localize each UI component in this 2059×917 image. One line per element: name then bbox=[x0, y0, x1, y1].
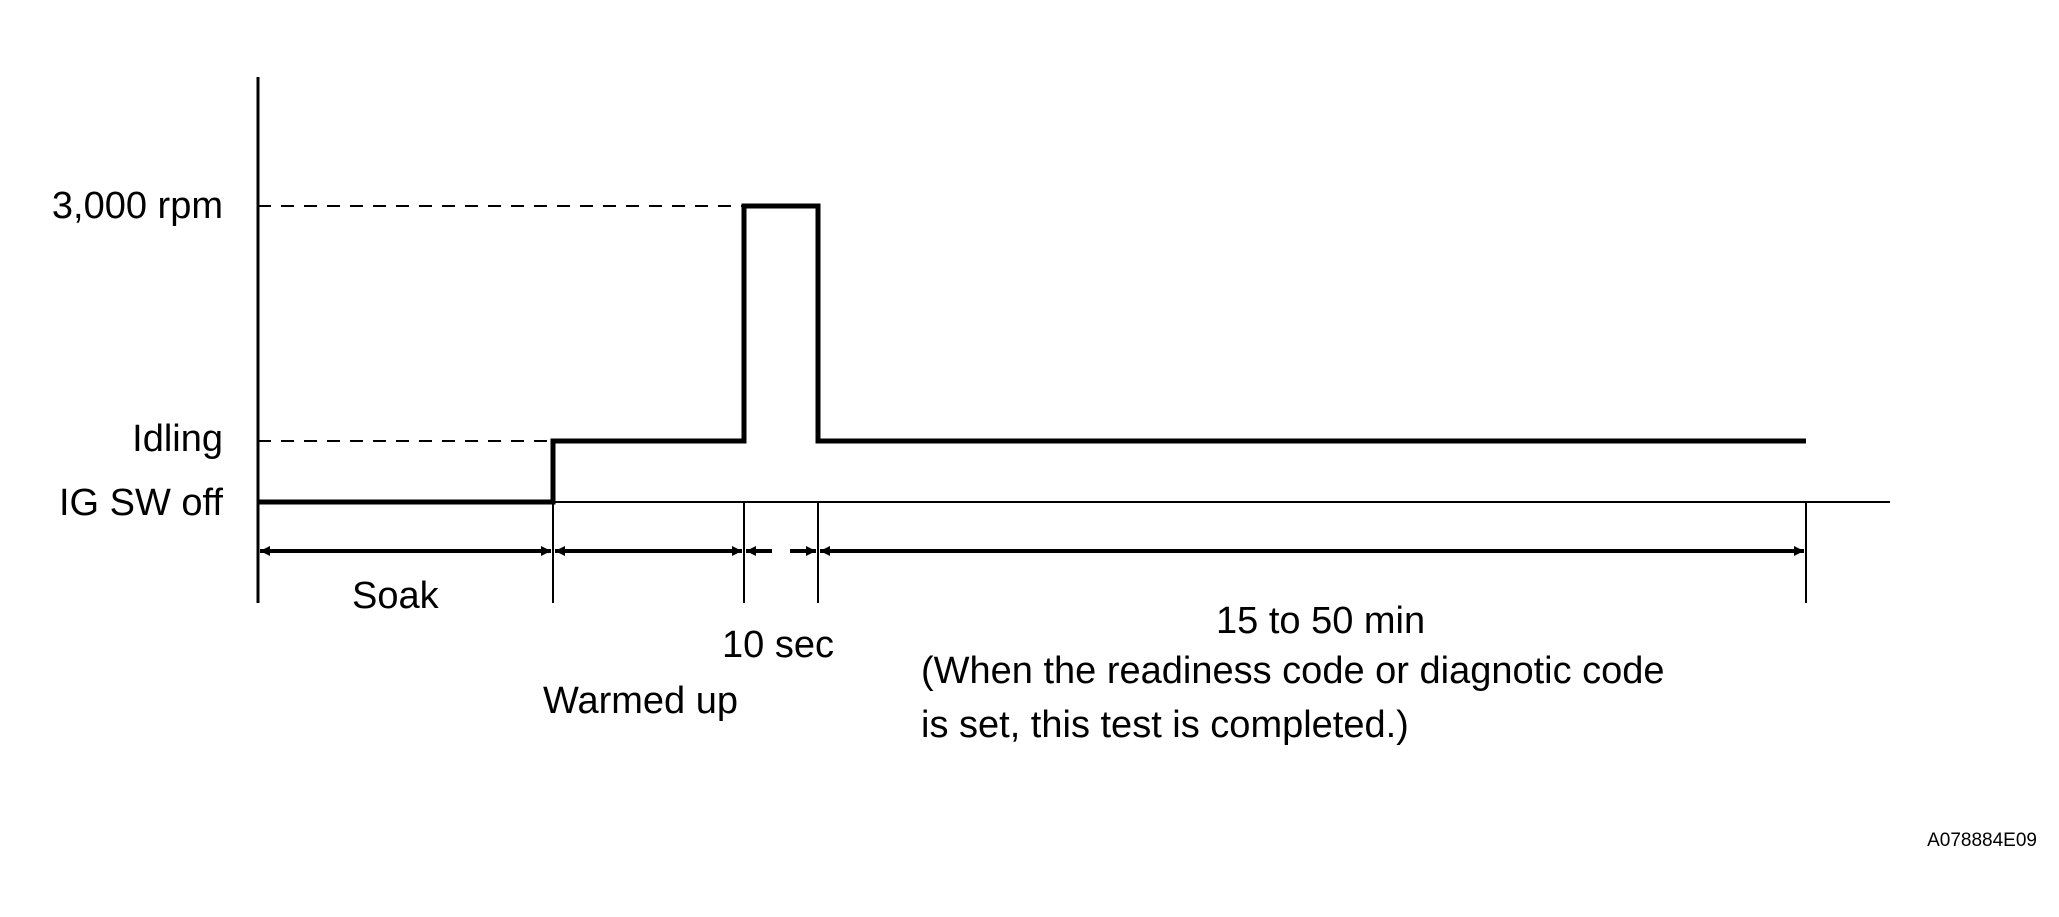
level-label-3000rpm: 3,000 rpm bbox=[51, 185, 223, 227]
phase-note-line2: is set, this test is completed.) bbox=[921, 704, 1409, 746]
phase-note-line1: (When the readiness code or diagnotic co… bbox=[921, 650, 1665, 692]
level-label-ig-sw-off: IG SW off bbox=[58, 482, 223, 524]
phase-label-10sec: 10 sec bbox=[722, 624, 834, 666]
phase-label-duration: 15 to 50 min bbox=[1216, 600, 1426, 642]
level-label-idling: Idling bbox=[132, 418, 223, 460]
phase-label-warmed-up: Warmed up bbox=[543, 680, 738, 722]
figure-code: A078884E09 bbox=[1927, 830, 2037, 851]
phase-label-soak: Soak bbox=[352, 575, 439, 617]
engine-speed-profile bbox=[258, 203, 1806, 505]
